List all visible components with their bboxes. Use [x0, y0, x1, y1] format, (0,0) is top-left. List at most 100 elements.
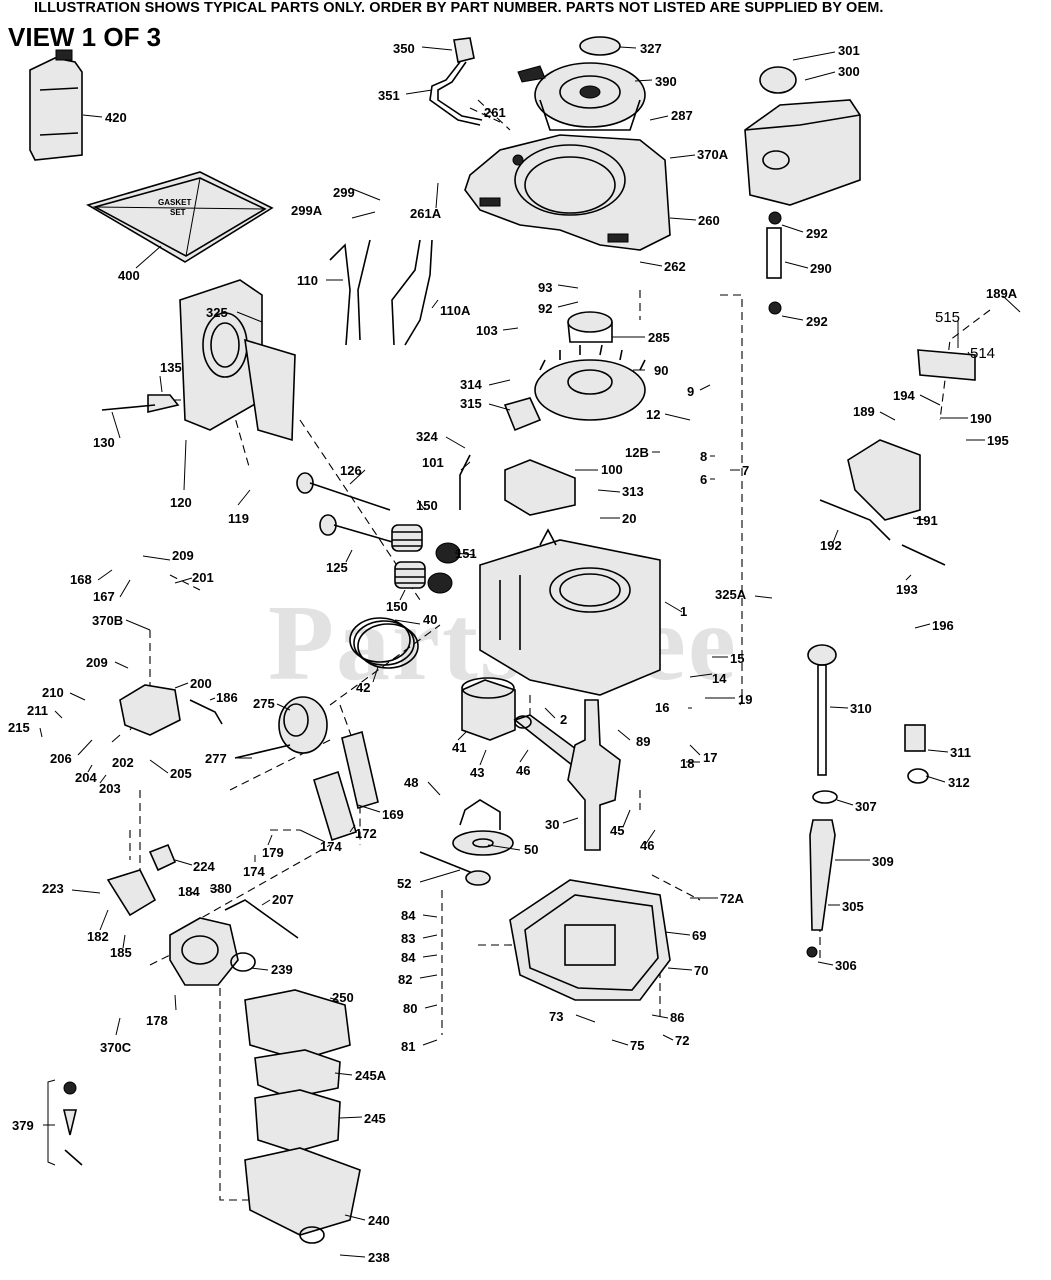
part-label: 8 [700, 449, 707, 464]
part-label: 72 [675, 1033, 689, 1048]
gasket-text-2: SET [170, 208, 186, 217]
part-label: 46 [516, 763, 530, 778]
air-intake-275 [234, 696, 328, 759]
part-label: 206 [50, 751, 72, 766]
part-label: 42 [356, 680, 370, 695]
part-label: 191 [916, 513, 938, 528]
part-label: 194 [893, 388, 915, 403]
part-label: 89 [636, 734, 650, 749]
part-label: 215 [8, 720, 30, 735]
part-label: 189A [986, 286, 1018, 301]
part-label: 307 [855, 799, 877, 814]
part-label: 292 [806, 314, 828, 329]
part-label: 205 [170, 766, 192, 781]
air-filter-assembly-240 [244, 989, 361, 1244]
part-label: 193 [896, 582, 918, 597]
label-leaders [39, 46, 1021, 1258]
part-label: 250 [332, 990, 354, 1005]
part-label: 18 [680, 756, 694, 771]
part-label: 130 [93, 435, 115, 450]
part-label: 238 [368, 1250, 390, 1265]
part-label: 179 [262, 845, 284, 860]
part-label: 260 [698, 213, 720, 228]
part-label: 324 [416, 429, 438, 444]
part-label: 192 [820, 538, 842, 553]
part-label: 420 [105, 110, 127, 125]
part-label: 299A [291, 203, 323, 218]
gasket-text-1: GASKET [158, 198, 191, 207]
part-label: 195 [987, 433, 1009, 448]
part-label: 174 [243, 864, 265, 879]
part-label: 30 [545, 817, 559, 832]
part-label: 75 [630, 1038, 644, 1053]
part-label: 261 [484, 105, 506, 120]
part-label: 83 [401, 931, 415, 946]
part-label: 46 [640, 838, 654, 853]
part-label: 275 [253, 696, 275, 711]
part-label: 379 [12, 1118, 34, 1133]
governor-control-191 [819, 349, 976, 566]
part-label: 202 [112, 755, 134, 770]
part-label: 262 [664, 259, 686, 274]
ignition-wires-110 [329, 239, 433, 346]
part-label: 224 [193, 859, 215, 874]
governor-arm-52 [419, 851, 491, 886]
part-label: 151 [455, 546, 477, 561]
part-label: 327 [640, 41, 662, 56]
illustration-notice: ILLUSTRATION SHOWS TYPICAL PARTS ONLY. O… [34, 0, 884, 16]
rewind-starter-390 [517, 36, 646, 131]
part-label: 245 [364, 1111, 386, 1126]
part-label: 315 [460, 396, 482, 411]
part-labels: 420 400 350 351 327 390 261 287 301 300 … [8, 41, 1018, 1265]
part-label: 82 [398, 972, 412, 987]
flywheel-90 [534, 311, 646, 421]
ignition-module-100 [459, 397, 576, 516]
part-label: 12B [625, 445, 649, 460]
carburetor-body-120 [179, 279, 296, 442]
part-label: 300 [838, 64, 860, 79]
part-label: 100 [601, 462, 623, 477]
part-label: 311 [950, 745, 971, 760]
part-label: 285 [648, 330, 670, 345]
part-label: 41 [452, 740, 466, 755]
valve-springs-150 [391, 524, 461, 594]
part-label: 196 [932, 618, 954, 633]
part-label: 380 [210, 881, 232, 896]
carburetor-200 [119, 684, 223, 736]
part-label: 182 [87, 929, 109, 944]
spark-plug-135 [101, 394, 180, 414]
part-label: 43 [470, 765, 484, 780]
part-label: 239 [271, 962, 293, 977]
part-label: 305 [842, 899, 864, 914]
part-label: 84 [401, 950, 416, 965]
part-label: 514 [970, 345, 995, 362]
part-label: 306 [835, 958, 857, 973]
needle-valve-379 [62, 1081, 83, 1166]
part-label: 125 [326, 560, 348, 575]
part-label: 400 [118, 268, 140, 283]
part-label: 7 [742, 463, 749, 478]
part-label: 190 [970, 411, 992, 426]
part-label: 261A [410, 206, 442, 221]
part-label: 103 [476, 323, 498, 338]
part-label: 92 [538, 301, 552, 316]
part-label: 80 [403, 1001, 417, 1016]
carburetor-380 [106, 843, 299, 986]
part-label: 19 [738, 692, 752, 707]
part-label: 40 [423, 612, 437, 627]
part-label: 72A [720, 891, 744, 906]
part-label: 172 [355, 826, 377, 841]
part-label: 167 [93, 589, 115, 604]
part-label: 110A [440, 303, 471, 318]
part-label: 73 [549, 1009, 563, 1024]
part-label: 185 [110, 945, 132, 960]
engine-sump-70 [509, 879, 671, 1001]
part-label: 310 [850, 701, 872, 716]
view-title: VIEW 1 OF 3 [8, 22, 162, 52]
part-label: 211 [27, 703, 48, 718]
part-label: 120 [170, 495, 192, 510]
part-label: 189 [853, 404, 875, 419]
piston-41 [461, 677, 516, 741]
part-label: 17 [703, 750, 717, 765]
